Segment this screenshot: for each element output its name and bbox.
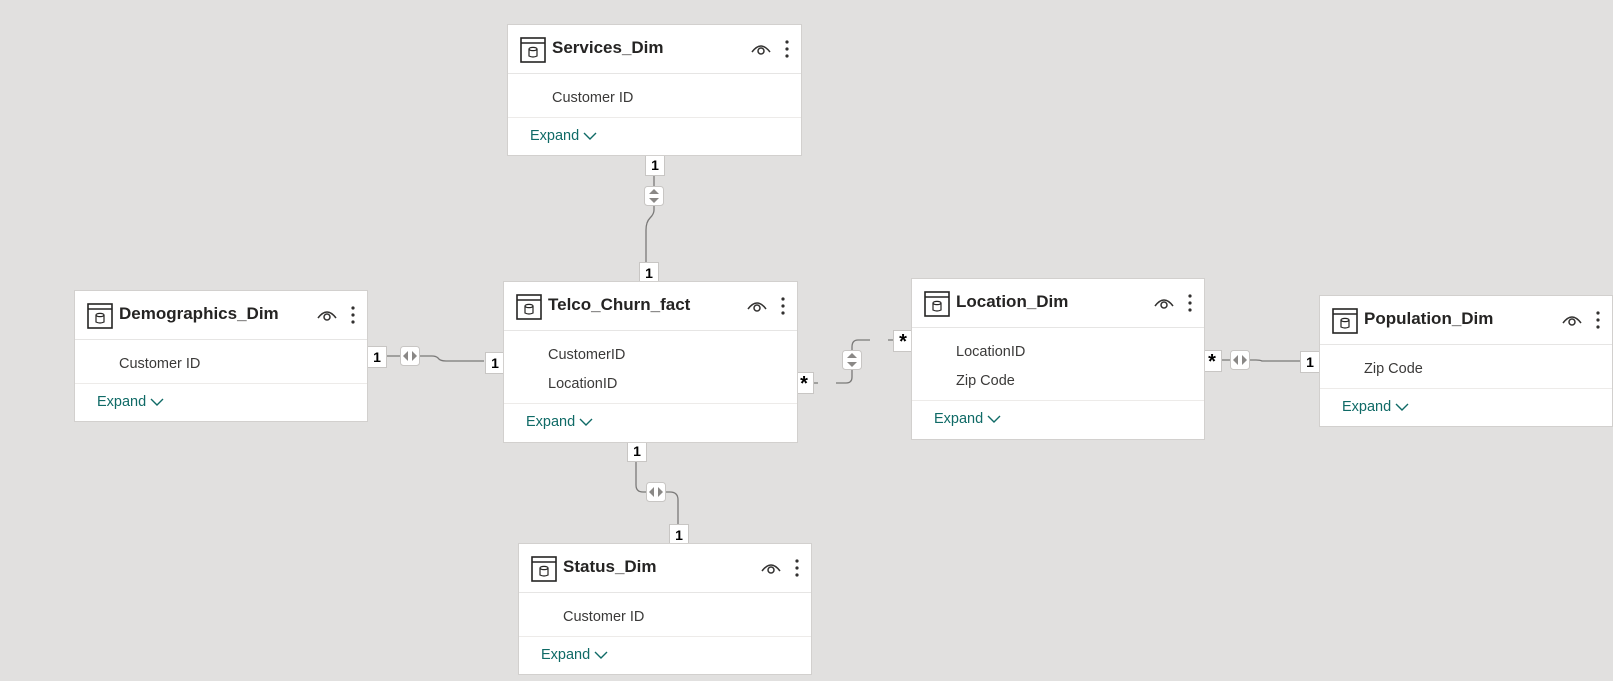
expand-label: Expand xyxy=(97,394,147,410)
table-card-header[interactable]: Telco_Churn_fact xyxy=(504,282,797,331)
more-options-icon[interactable] xyxy=(349,305,357,325)
eye-icon[interactable] xyxy=(1562,312,1582,328)
chevron-down-icon xyxy=(987,415,1001,424)
cardinality-label: 1 xyxy=(1300,351,1320,373)
expand-label: Expand xyxy=(934,411,984,427)
chevron-down-icon xyxy=(594,651,608,660)
expand-label: Expand xyxy=(530,128,580,144)
more-options-icon[interactable] xyxy=(1594,310,1602,330)
filter-direction-icon xyxy=(400,346,420,366)
cardinality-label: 1 xyxy=(367,346,387,368)
table-card-header[interactable]: Demographics_Dim xyxy=(75,291,367,340)
chevron-down-icon xyxy=(583,132,597,141)
eye-icon[interactable] xyxy=(317,307,337,323)
expand-button[interactable]: Expand xyxy=(75,384,367,421)
table-icon xyxy=(516,294,542,320)
cardinality-label: 1 xyxy=(669,524,689,546)
field-list: Customer ID xyxy=(508,74,801,118)
cardinality-label: * xyxy=(794,372,814,395)
more-options-icon[interactable] xyxy=(779,296,787,316)
field-list: Zip Code xyxy=(1320,345,1612,389)
table-card-header[interactable]: Population_Dim xyxy=(1320,296,1612,345)
chevron-down-icon xyxy=(150,398,164,407)
field-item[interactable]: Zip Code xyxy=(1364,361,1423,377)
table-icon xyxy=(87,303,113,329)
field-list: Customer ID xyxy=(75,340,367,384)
field-item[interactable]: Zip Code xyxy=(956,373,1015,389)
table-name: Status_Dim xyxy=(563,557,657,576)
field-item[interactable]: CustomerID xyxy=(548,347,626,363)
more-options-icon[interactable] xyxy=(793,558,801,578)
table-card-status[interactable]: Status_Dim Customer ID Expand xyxy=(519,544,811,674)
expand-button[interactable]: Expand xyxy=(1320,389,1612,426)
field-item[interactable]: Customer ID xyxy=(552,90,634,106)
more-options-icon[interactable] xyxy=(1186,293,1194,313)
chevron-down-icon xyxy=(1395,403,1409,412)
cardinality-label: 1 xyxy=(639,262,659,284)
field-item[interactable]: Customer ID xyxy=(563,609,645,625)
table-name: Telco_Churn_fact xyxy=(548,295,691,314)
cardinality-label: 1 xyxy=(485,352,505,374)
table-card-header[interactable]: Status_Dim xyxy=(519,544,811,593)
table-card-location[interactable]: Location_Dim LocationID Zip Code Expand xyxy=(912,279,1204,439)
field-list: Customer ID xyxy=(519,593,811,637)
table-icon xyxy=(520,37,546,63)
table-icon xyxy=(924,291,950,317)
expand-button[interactable]: Expand xyxy=(504,404,797,441)
more-options-icon[interactable] xyxy=(783,39,791,59)
table-name: Demographics_Dim xyxy=(119,304,279,323)
expand-button[interactable]: Expand xyxy=(912,401,1204,438)
field-item[interactable]: Customer ID xyxy=(119,356,201,372)
field-list: LocationID Zip Code xyxy=(912,328,1204,401)
expand-label: Expand xyxy=(1342,399,1392,415)
table-icon xyxy=(531,556,557,582)
eye-icon[interactable] xyxy=(761,560,781,576)
filter-direction-icon xyxy=(646,482,666,502)
field-item[interactable]: LocationID xyxy=(956,344,1026,360)
expand-button[interactable]: Expand xyxy=(508,118,801,155)
cardinality-label: * xyxy=(893,330,913,353)
eye-icon[interactable] xyxy=(1154,295,1174,311)
table-card-telco-churn-fact[interactable]: Telco_Churn_fact CustomerID LocationID E… xyxy=(504,282,797,442)
filter-direction-icon xyxy=(842,350,862,370)
field-list: CustomerID LocationID xyxy=(504,331,797,404)
table-name: Population_Dim xyxy=(1364,309,1494,328)
table-card-demographics[interactable]: Demographics_Dim Customer ID Expand xyxy=(75,291,367,421)
expand-button[interactable]: Expand xyxy=(519,637,811,674)
table-name: Services_Dim xyxy=(552,38,664,57)
filter-direction-icon xyxy=(644,186,664,206)
filter-direction-icon xyxy=(1230,350,1250,370)
table-card-population[interactable]: Population_Dim Zip Code Expand xyxy=(1320,296,1612,426)
expand-label: Expand xyxy=(541,647,591,663)
chevron-down-icon xyxy=(579,418,593,427)
table-name: Location_Dim xyxy=(956,292,1069,311)
table-icon xyxy=(1332,308,1358,334)
cardinality-label: * xyxy=(1202,350,1222,373)
eye-icon[interactable] xyxy=(747,298,767,314)
table-card-services[interactable]: Services_Dim Customer ID Expand xyxy=(508,25,801,155)
cardinality-label: 1 xyxy=(627,440,647,462)
eye-icon[interactable] xyxy=(751,41,771,57)
field-item[interactable]: LocationID xyxy=(548,376,618,392)
table-card-header[interactable]: Location_Dim xyxy=(912,279,1204,328)
expand-label: Expand xyxy=(526,414,576,430)
cardinality-label: 1 xyxy=(645,154,665,176)
table-card-header[interactable]: Services_Dim xyxy=(508,25,801,74)
